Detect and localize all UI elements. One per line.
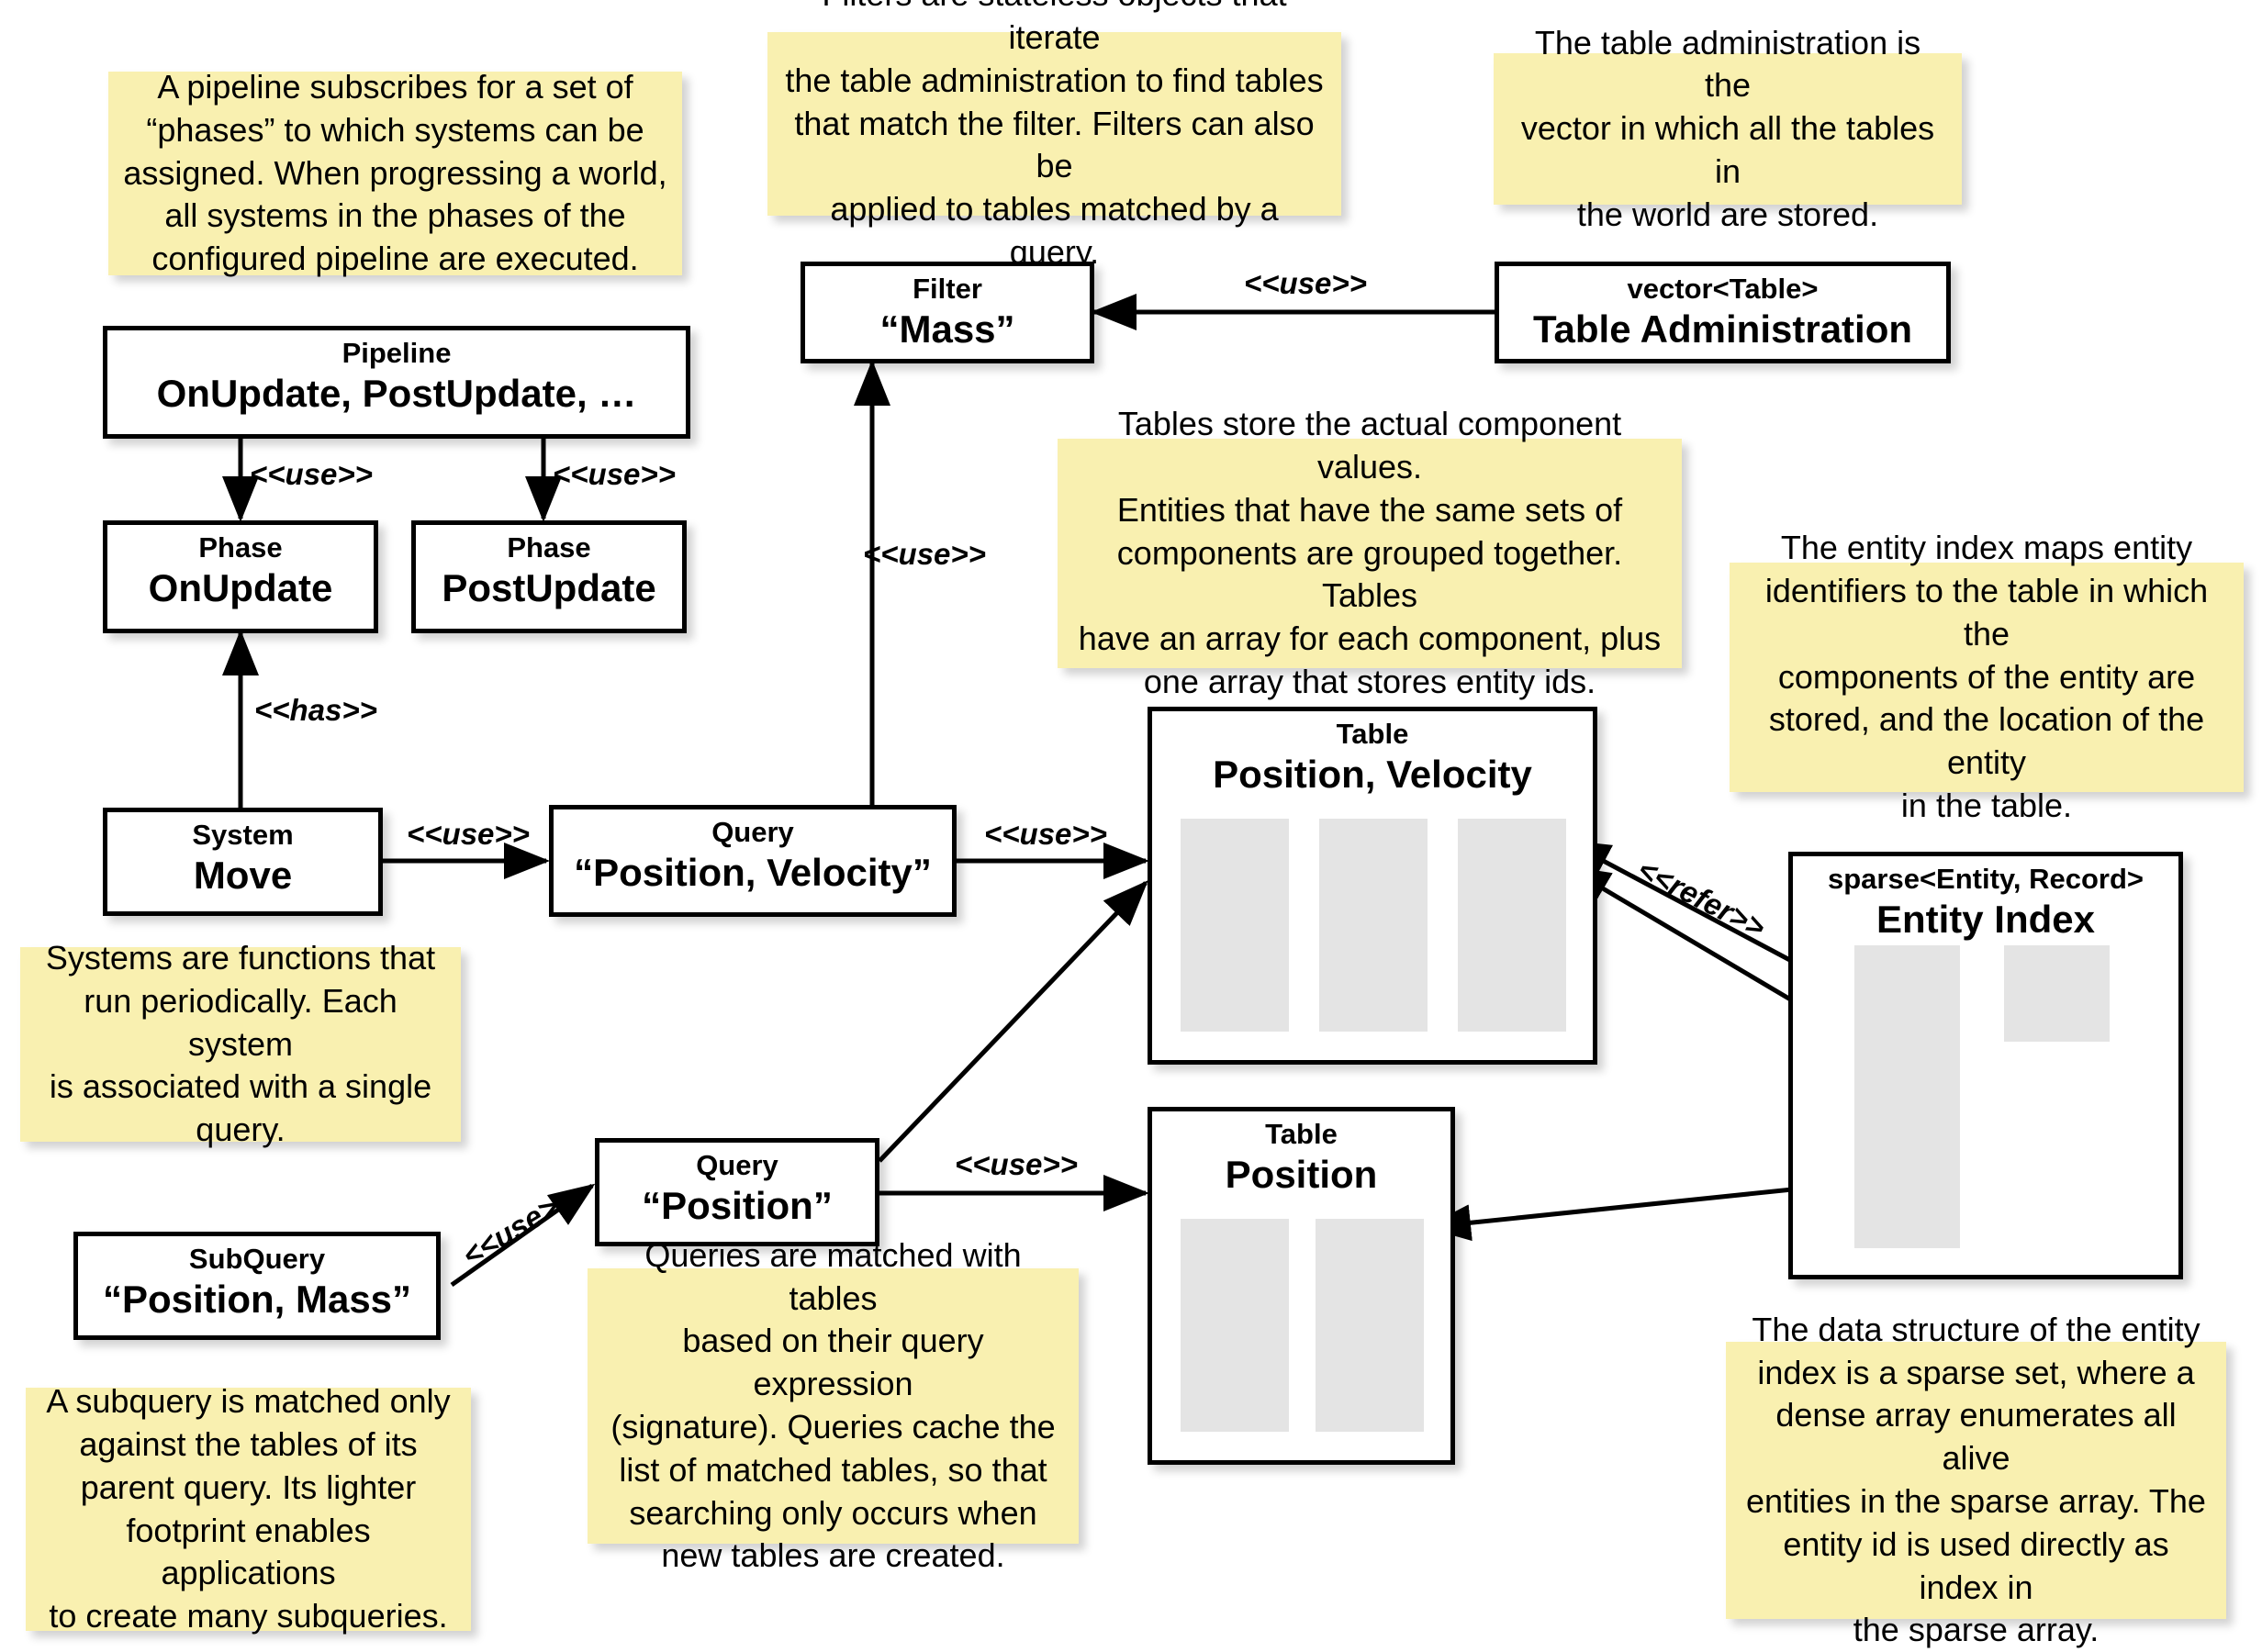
- box-filter-mass-title: “Mass”: [879, 307, 1015, 351]
- edge-label-admin-uses-filter: <<use>>: [1244, 266, 1367, 300]
- edge-label-system-has-phase: <<has>>: [254, 693, 377, 727]
- box-table-position-stereotype: Table: [1265, 1118, 1338, 1150]
- box-query-position-velocity[interactable]: Query “Position, Velocity”: [549, 805, 957, 917]
- entity-id-array-column: [1316, 1219, 1424, 1432]
- box-table-position-velocity-stereotype: Table: [1336, 718, 1409, 750]
- edge-label-pipeline-postupdate: <<use>>: [553, 457, 676, 491]
- note-query: Queries are matched with tables based on…: [588, 1236, 1079, 1574]
- table-position-arrays: [1181, 1219, 1424, 1432]
- box-entity-index[interactable]: sparse<Entity, Record> Entity Index: [1788, 852, 2183, 1279]
- box-entity-index-stereotype: sparse<Entity, Record>: [1827, 863, 2144, 895]
- box-query-position-velocity-title: “Position, Velocity”: [574, 850, 932, 894]
- note-subquery: A subquery is matched only against the t…: [26, 1382, 471, 1635]
- edge-label-query-uses-table: <<use>>: [984, 817, 1107, 851]
- box-entity-index-title: Entity Index: [1876, 897, 2096, 941]
- component-array-column: [1181, 1219, 1289, 1432]
- note-pipeline: A pipeline subscribes for a set of “phas…: [108, 68, 682, 277]
- entity-id-array-column: [1458, 819, 1566, 1032]
- box-pipeline-title: OnUpdate, PostUpdate, …: [156, 371, 637, 415]
- box-table-position-velocity-title: Position, Velocity: [1213, 752, 1532, 796]
- box-phase-onupdate-stereotype: Phase: [198, 531, 283, 564]
- dense-array-column: [2004, 945, 2110, 1042]
- box-filter-mass[interactable]: Filter “Mass”: [801, 262, 1094, 363]
- sparse-array-column: [1854, 945, 1960, 1248]
- box-table-position-title: Position: [1225, 1152, 1378, 1196]
- edge-label-system-uses-query: <<use>>: [407, 817, 530, 851]
- box-pipeline[interactable]: Pipeline OnUpdate, PostUpdate, …: [103, 326, 690, 439]
- note-sparse-set: The data structure of the entity index i…: [1726, 1311, 2226, 1648]
- note-table-administration: The table administration is the vector i…: [1494, 24, 1962, 233]
- box-filter-mass-stereotype: Filter: [913, 273, 982, 305]
- note-system: Systems are functions that run periodica…: [20, 939, 461, 1148]
- edge-label-query-uses-filter: <<use>>: [863, 537, 986, 571]
- box-query-position[interactable]: Query “Position”: [595, 1138, 879, 1246]
- edge-querypos-tableposvel: [878, 880, 1148, 1163]
- box-phase-postupdate[interactable]: Phase PostUpdate: [411, 520, 687, 633]
- note-filter: Filters are stateless objects that itera…: [767, 0, 1341, 271]
- box-phase-onupdate[interactable]: Phase OnUpdate: [103, 520, 378, 633]
- box-query-position-velocity-stereotype: Query: [711, 816, 794, 848]
- component-array-column: [1181, 819, 1289, 1032]
- box-phase-postupdate-stereotype: Phase: [507, 531, 591, 564]
- edge-label-pipeline-onupdate: <<use>>: [250, 457, 373, 491]
- table-position-velocity-arrays: [1181, 819, 1566, 1032]
- box-query-position-stereotype: Query: [696, 1149, 778, 1181]
- box-table-administration[interactable]: vector<Table> Table Administration: [1495, 262, 1951, 363]
- box-system-move-stereotype: System: [192, 819, 294, 851]
- component-array-column: [1319, 819, 1428, 1032]
- box-table-administration-title: Table Administration: [1532, 307, 1913, 351]
- edge-label-querypos-uses-tablepos: <<use>>: [955, 1147, 1078, 1181]
- box-subquery-position-mass-title: “Position, Mass”: [102, 1277, 412, 1321]
- box-table-administration-stereotype: vector<Table>: [1627, 273, 1819, 305]
- box-query-position-title: “Position”: [642, 1183, 833, 1227]
- edge-label-subquery-uses-query: <<use>>: [456, 1180, 579, 1273]
- box-system-move[interactable]: System Move: [103, 808, 383, 916]
- box-phase-postupdate-title: PostUpdate: [442, 565, 656, 609]
- box-system-move-title: Move: [193, 853, 293, 897]
- note-entity-index: The entity index maps entity identifiers…: [1730, 529, 2244, 824]
- box-subquery-position-mass-stereotype: SubQuery: [188, 1243, 326, 1275]
- box-subquery-position-mass[interactable]: SubQuery “Position, Mass”: [73, 1232, 441, 1340]
- box-phase-onupdate-title: OnUpdate: [148, 565, 333, 609]
- edge-label-entityindex-refer: <<refer>>: [1632, 852, 1772, 945]
- box-pipeline-stereotype: Pipeline: [342, 337, 452, 369]
- note-table: Tables store the actual component values…: [1058, 405, 1682, 700]
